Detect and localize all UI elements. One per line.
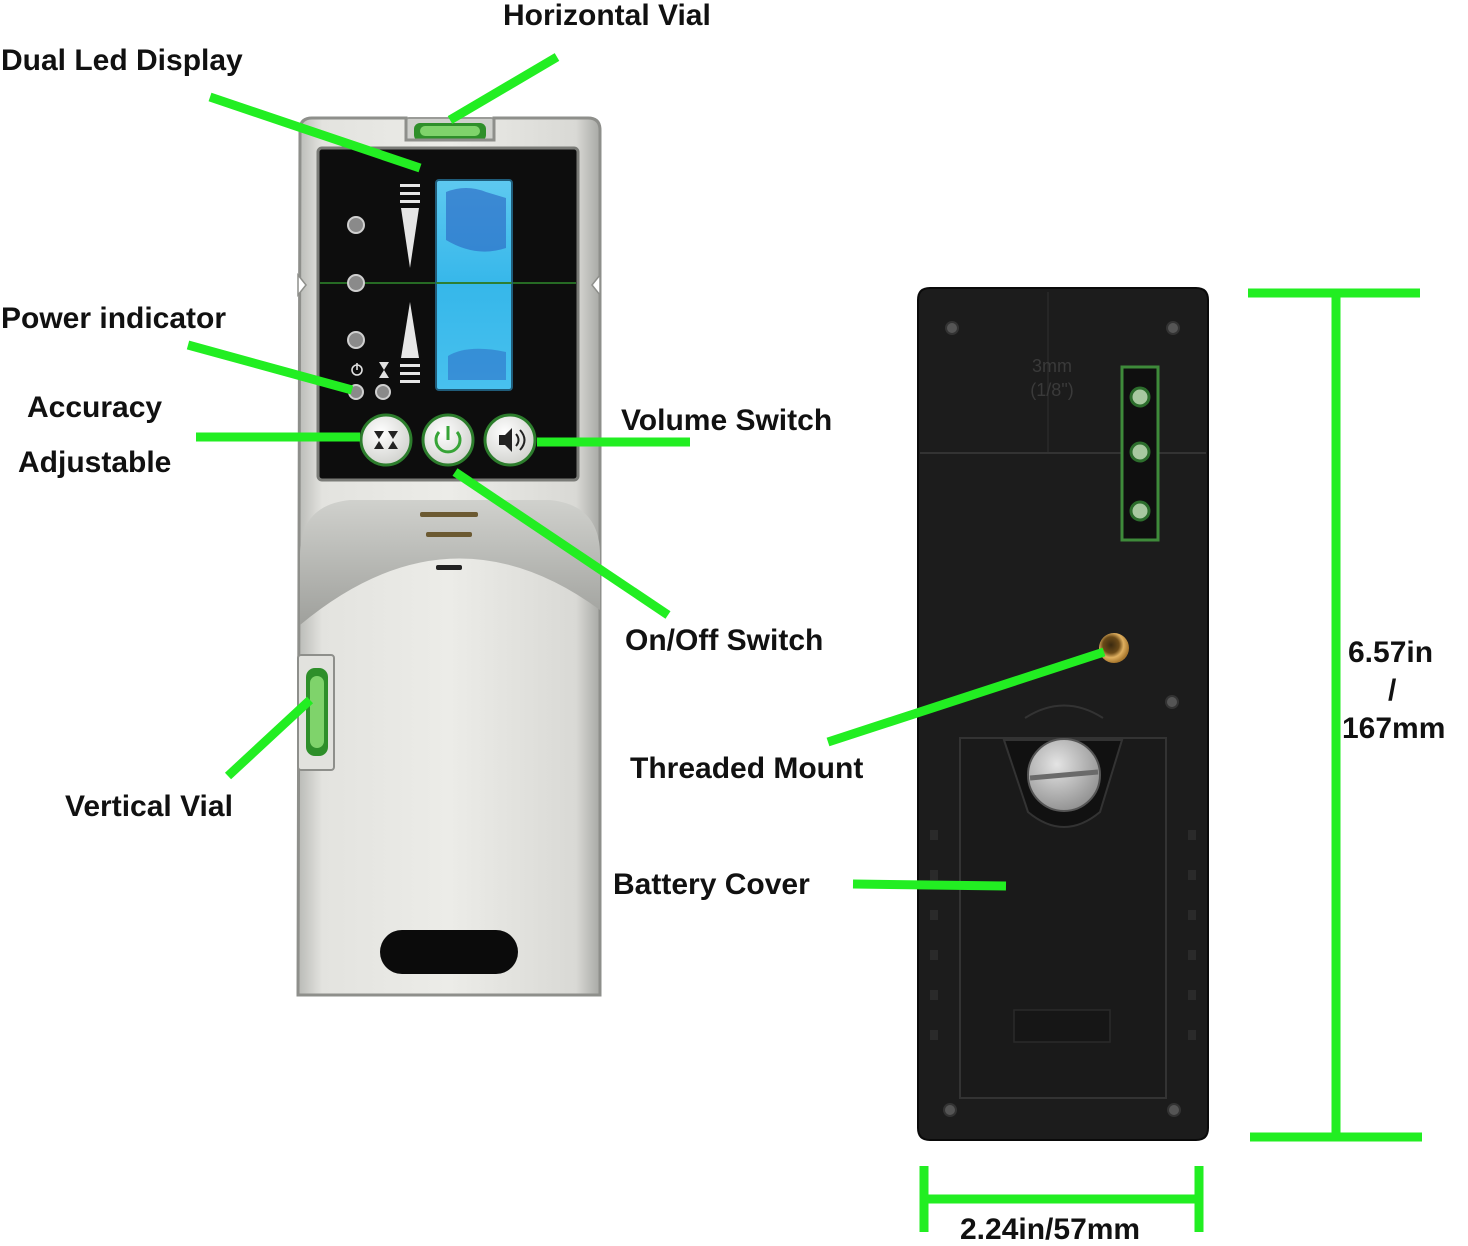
label-dual-led-display: Dual Led Display [1, 44, 243, 77]
callout-dual-led-display [208, 92, 422, 173]
back-marking-line2: (1/8") [1030, 380, 1073, 400]
volume-button-shape [483, 413, 537, 467]
label-power-indicator: Power indicator [1, 302, 227, 335]
label-threaded-mount: Threaded Mount [630, 752, 864, 785]
accuracy-button-shape [359, 413, 413, 467]
back-marking-line1: 3mm [1032, 356, 1072, 376]
callout-battery-cover [852, 879, 1007, 891]
callout-on-off [452, 468, 671, 619]
width-dimension: 2.24in/57mm [960, 1213, 1141, 1246]
power-button-shape [421, 413, 475, 467]
callout-power-indicator [186, 340, 354, 395]
label-horizontal-vial: Horizontal Vial [503, 0, 711, 32]
callout-horizontal-vial [447, 53, 560, 124]
callout-lines [186, 53, 1422, 1232]
callout-vertical-vial [224, 696, 314, 780]
callout-threaded-mount [826, 647, 1106, 747]
label-on-off-switch: On/Off Switch [625, 624, 824, 657]
label-accuracy-line1: Accuracy [27, 391, 163, 424]
label-battery-cover: Battery Cover [613, 868, 810, 901]
label-volume-switch: Volume Switch [621, 404, 833, 437]
back-receiver: 3mm (1/8") [917, 287, 1209, 1141]
front-receiver [296, 116, 602, 997]
height-dimension-in: 6.57in [1348, 636, 1434, 669]
height-dimension-mm: 167mm [1342, 712, 1446, 745]
height-dimension-sep: / [1388, 674, 1397, 707]
label-vertical-vial: Vertical Vial [65, 790, 233, 823]
label-accuracy-line2: Adjustable [18, 446, 172, 479]
